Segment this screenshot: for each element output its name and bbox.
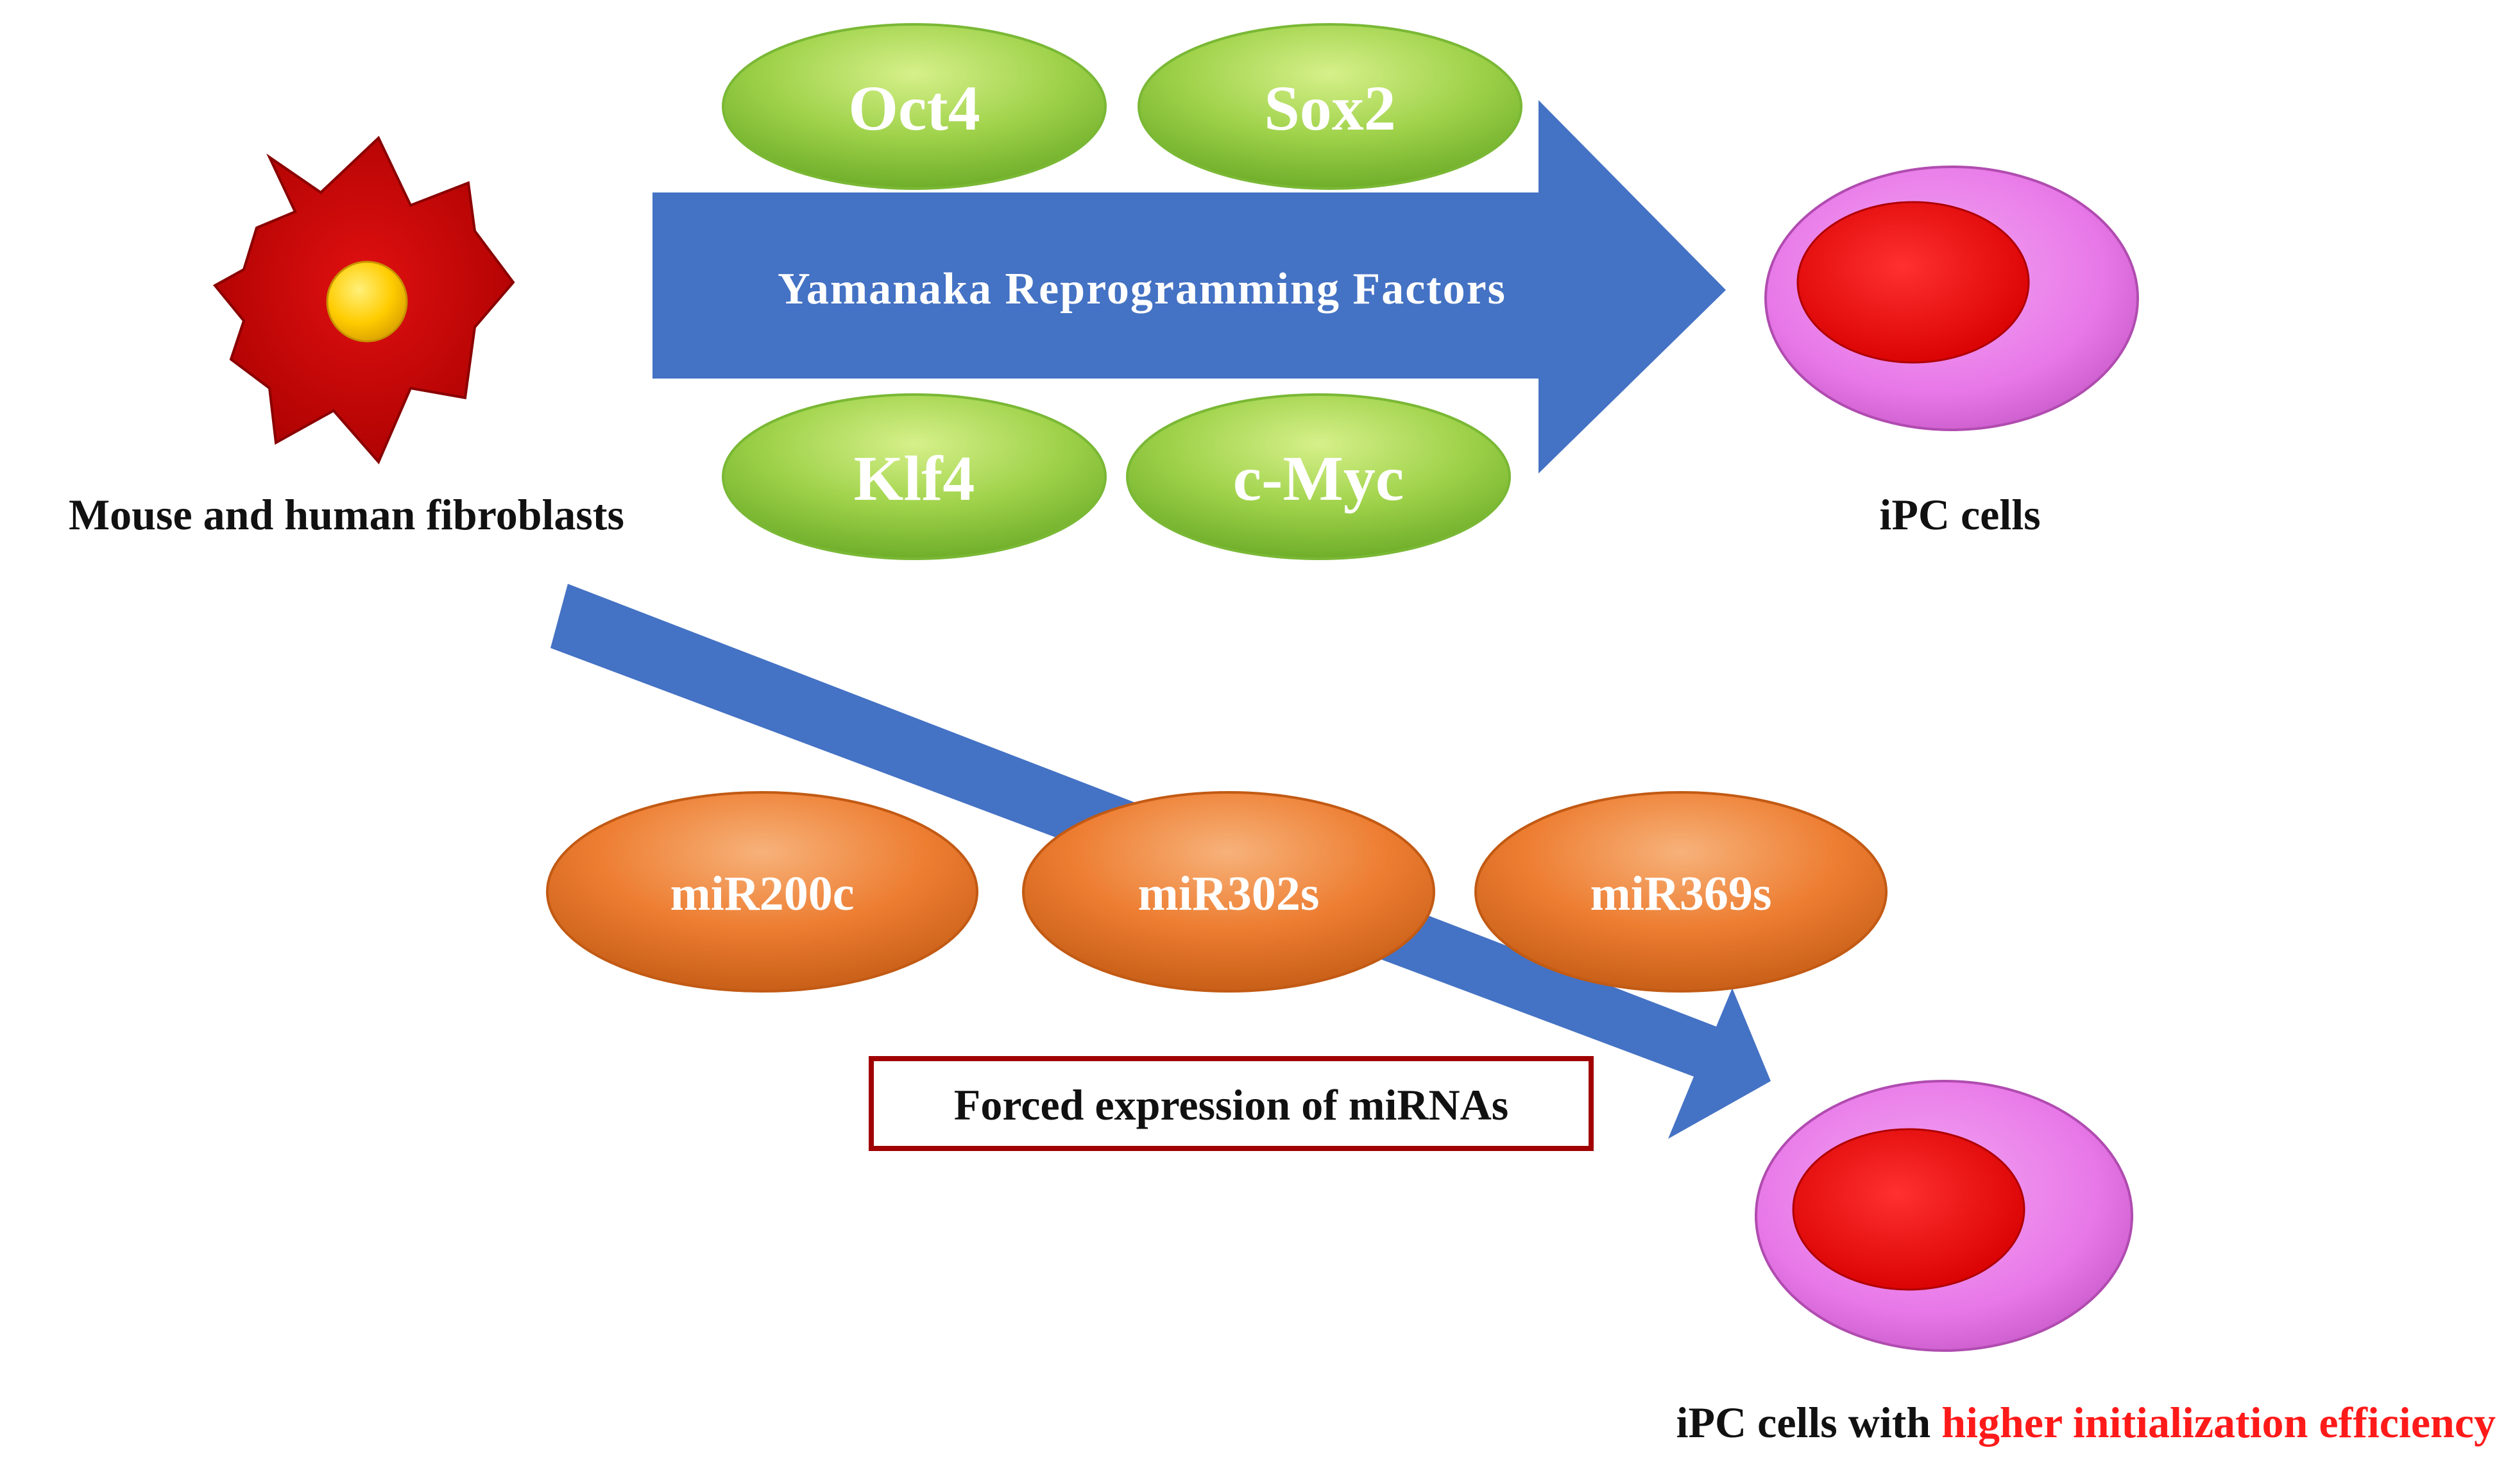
factor-oval-sox2: Sox2 [1138,23,1522,190]
ipc-bottom-label-prefix: iPC cells with [1676,1398,1942,1447]
mirna-oval-mir200c: miR200c [546,791,978,993]
horizontal-arrow [652,100,1726,473]
factor-oval-cmyc: c-Myc [1126,393,1511,560]
factor-oval-oct4: Oct4 [722,23,1107,190]
forced-expression-box: Forced expression of miRNAs [869,1056,1594,1151]
factor-oval-klf4: Klf4 [722,393,1107,560]
arrow-label: Yamanaka Reprogramming Factors [778,264,1506,314]
factor-label: Klf4 [854,443,975,514]
ipc-cell-top [1764,166,2139,431]
mirna-oval-mir369s: miR369s [1474,791,1888,993]
ipc-cell-bottom [1755,1080,2133,1352]
forced-expression-label: Forced expression of miRNAs [954,1080,1508,1129]
ipc-bottom-label-highlight: higher initialization efficiency [1941,1398,2496,1447]
ipc-bottom-label: iPC cells with higher initialization eff… [1676,1398,2496,1447]
fibroblast-nucleus [326,260,408,343]
fibroblast-cell [212,135,515,465]
mirna-label: miR369s [1590,867,1772,921]
mirna-label: miR302s [1138,867,1320,921]
factor-label: Oct4 [848,72,980,144]
factor-label: Sox2 [1264,72,1396,144]
mirna-oval-mir302s: miR302s [1022,791,1435,993]
ipc-top-label: iPC cells [1879,490,2040,539]
factor-label: c-Myc [1233,443,1404,514]
fibroblast-label: Mouse and human fibroblasts [69,490,624,539]
mirna-label: miR200c [670,867,854,921]
